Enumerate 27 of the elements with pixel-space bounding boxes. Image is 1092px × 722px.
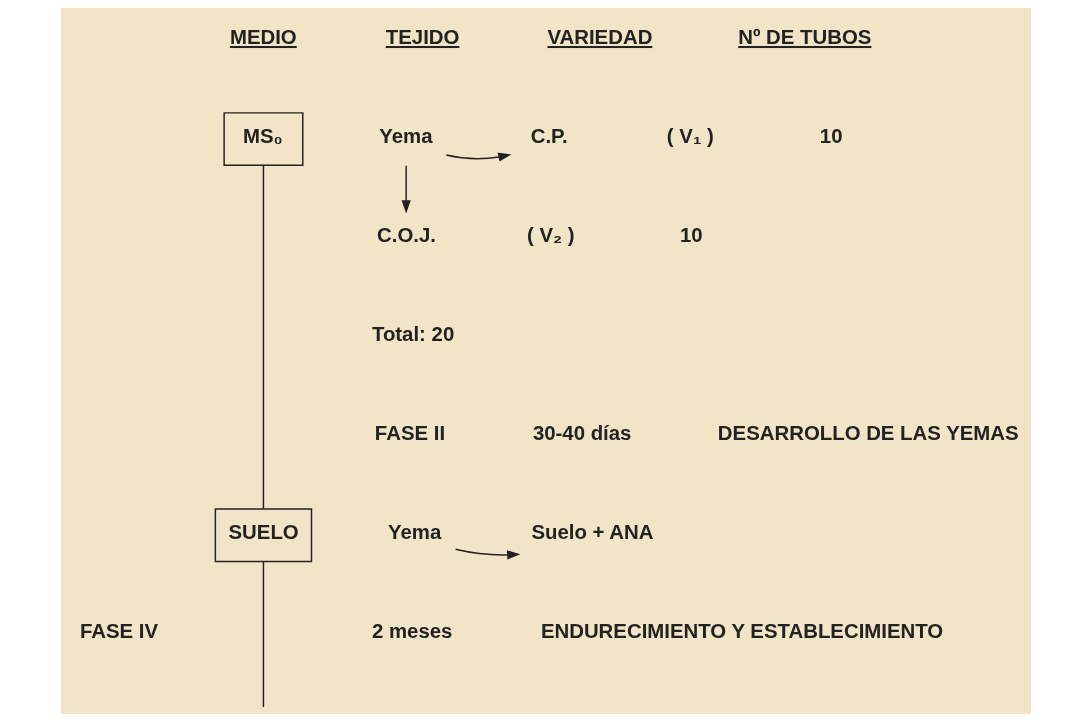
label: TEJIDO [385, 25, 460, 48]
label: ENDURECIMIENTO Y ESTABLECIMIENTO [540, 620, 944, 643]
label: VARIEDAD [547, 25, 653, 48]
label: 30-40 días [532, 422, 632, 445]
connector [262, 165, 265, 510]
connector [262, 560, 265, 708]
arrow [401, 165, 411, 214]
label: ( V₂ ) [527, 224, 575, 247]
node-text: Suelo + ANA [531, 521, 654, 544]
arrow [445, 152, 512, 162]
label: 10 [819, 125, 843, 148]
label: Nº DE TUBOS [738, 25, 872, 48]
label: FASE II [374, 422, 446, 445]
node-box: MS₀ [223, 112, 304, 167]
node-text: C.P. [530, 125, 568, 148]
label: 10 [679, 224, 703, 247]
label: DESARROLLO DE LAS YEMAS [717, 422, 1019, 445]
node-box: SUELO [214, 508, 313, 563]
label: FASE IV [79, 620, 159, 643]
node-text: C.O.J. [377, 224, 436, 247]
node-text: Yema [379, 125, 433, 148]
node-text: Yema [387, 521, 442, 544]
label: 2 meses [371, 620, 453, 643]
label: Total: 20 [371, 323, 455, 346]
arrow [454, 548, 521, 560]
label: MEDIO [229, 25, 297, 48]
label: ( V₁ ) [666, 125, 714, 148]
